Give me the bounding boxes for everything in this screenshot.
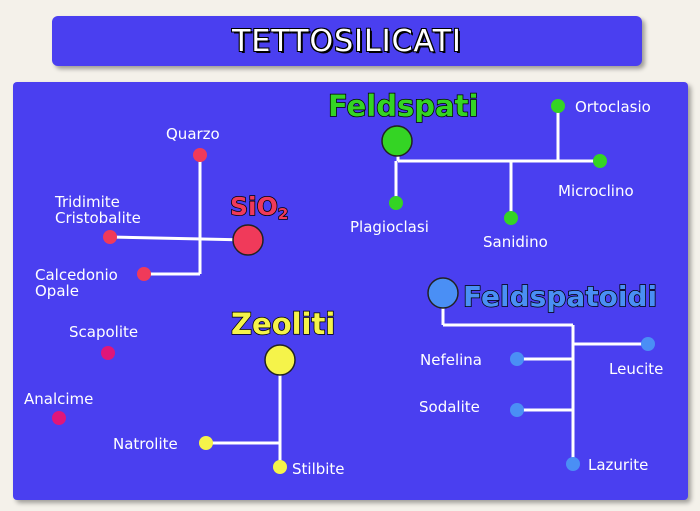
zeolite-heading: Zeoliti [231,307,335,341]
feldspathoid-group: Feldspatoidi Nefelina Sodalite Leucite L… [419,277,663,474]
node-calcedonio [137,267,151,281]
label-opale: Opale [35,282,79,300]
silica-group: SiO2 Quarzo Tridimite Cristobalite Calce… [35,125,289,300]
label-microclino: Microclino [558,182,634,200]
node-plagioclasi [389,196,403,210]
label-ortoclasio: Ortoclasio [575,98,651,116]
title-bar: TETTOSILICATI [52,16,642,66]
feldspathoid-main-node [427,277,459,309]
label-cristobalite: Cristobalite [55,209,141,227]
node-lazurite [566,457,580,471]
label-calcedonio: Calcedonio [35,266,118,284]
feldspar-heading: Feldspati [328,89,478,123]
feldspar-main-node [381,125,413,157]
feldspar-group: Feldspati Ortoclasio Microclino Plagiocl… [327,88,651,251]
label-stilbite: Stilbite [292,460,345,478]
node-quarzo [193,148,207,162]
node-nefelina [510,352,524,366]
silica-main-node [232,224,264,256]
label-sodalite: Sodalite [419,398,480,416]
label-quarzo: Quarzo [166,125,220,143]
other-group: Scapolite Analcime [24,323,138,425]
label-sanidino: Sanidino [483,233,548,251]
node-tridimite [103,230,117,244]
page-title: TETTOSILICATI [232,23,462,59]
node-natrolite [199,436,213,450]
silica-heading: SiO2 [230,192,288,223]
zeolite-main-node [264,344,296,376]
node-microclino [593,154,607,168]
silica-branch-tridimite [109,235,249,242]
label-tridimite: Tridimite [54,193,120,211]
label-leucite: Leucite [609,360,663,378]
node-sanidino [504,211,518,225]
node-leucite [641,337,655,351]
zeolite-group: Zeoliti Natrolite Stilbite [113,306,345,478]
label-plagioclasi: Plagioclasi [350,218,429,236]
node-sodalite [510,403,524,417]
node-analcime [52,411,66,425]
node-stilbite [273,460,287,474]
label-scapolite: Scapolite [69,323,138,341]
diagram-panel: SiO2 Quarzo Tridimite Cristobalite Calce… [13,82,688,500]
label-lazurite: Lazurite [588,456,648,474]
tectosilicate-diagram: SiO2 Quarzo Tridimite Cristobalite Calce… [24,88,663,478]
label-nefelina: Nefelina [420,351,482,369]
label-natrolite: Natrolite [113,435,178,453]
feldspathoid-heading: Feldspatoidi [463,280,657,313]
node-scapolite [101,346,115,360]
node-ortoclasio [551,99,565,113]
label-analcime: Analcime [24,390,93,408]
